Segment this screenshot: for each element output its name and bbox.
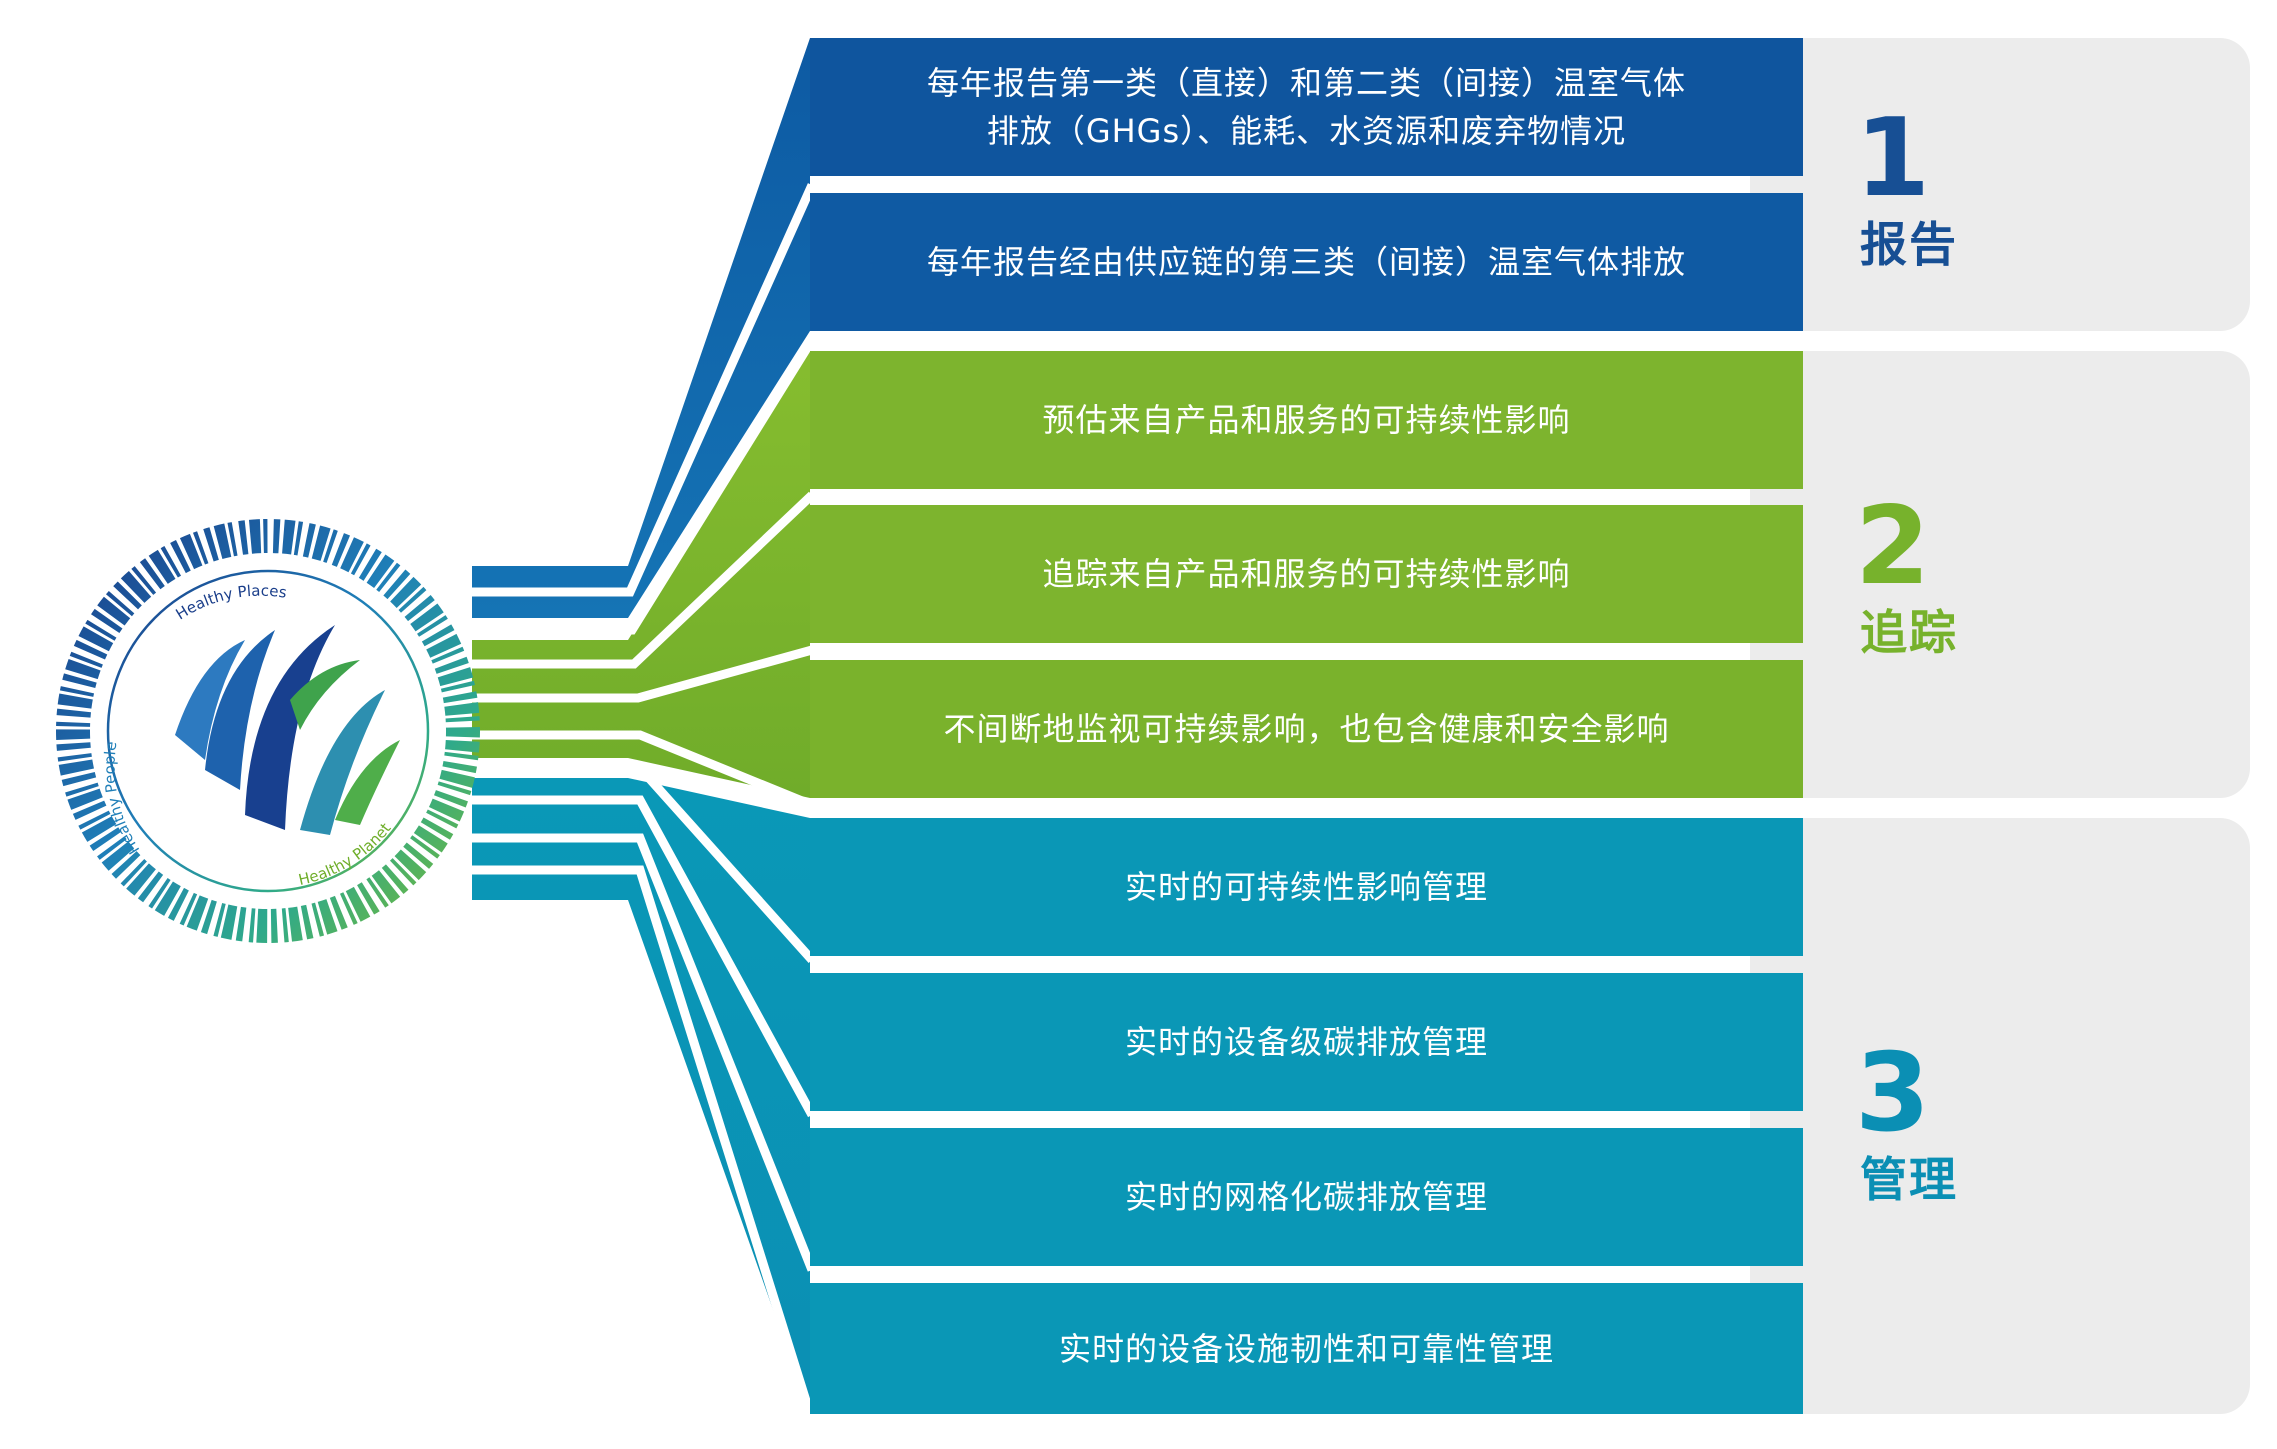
item-bar: 实时的设备级碳排放管理 (810, 973, 1803, 1111)
stage-number: 1 (1855, 96, 1931, 221)
item-bar: 实时的设备设施韧性和可靠性管理 (810, 1283, 1803, 1414)
item-bar: 每年报告经由供应链的第三类（间接）温室气体排放 (810, 193, 1803, 331)
stage-panel-manage (1750, 818, 2250, 1414)
healthy-logo: Healthy Places Healthy People Healthy Pl… (56, 519, 480, 943)
item-bar: 不间断地监视可持续影响，也包含健康和安全影响 (810, 660, 1803, 798)
stage-title: 报告 (1860, 218, 1958, 273)
item-text-line: 实时的可持续性影响管理 (1124, 868, 1488, 906)
item-text-line: 每年报告第一类（直接）和第二类（间接）温室气体 (926, 64, 1686, 102)
connector-manage (472, 778, 810, 1414)
item-bar: 预估来自产品和服务的可持续性影响 (810, 351, 1803, 489)
item-text-line: 排放（GHGs）、能耗、水资源和废弃物情况 (986, 112, 1627, 150)
item-text-line: 实时的设备级碳排放管理 (1124, 1023, 1488, 1061)
item-text-line: 实时的网格化碳排放管理 (1124, 1178, 1488, 1216)
item-bar: 实时的网格化碳排放管理 (810, 1128, 1803, 1266)
connector-track (472, 351, 810, 798)
item-text-line: 实时的设备设施韧性和可靠性管理 (1058, 1329, 1554, 1368)
item-text-line: 预估来自产品和服务的可持续性影响 (1042, 401, 1571, 439)
stage-number: 2 (1855, 484, 1931, 609)
stage-title: 追踪 (1860, 606, 1958, 661)
connector-report (472, 38, 810, 618)
item-bar: 追踪来自产品和服务的可持续性影响 (810, 505, 1803, 643)
item-text-line: 每年报告经由供应链的第三类（间接）温室气体排放 (926, 243, 1686, 281)
item-bar: 实时的可持续性影响管理 (810, 818, 1803, 956)
city-silhouette-ring-icon (56, 519, 480, 943)
stage-panel-report (1750, 38, 2250, 331)
stage-panel-track (1750, 351, 2250, 798)
item-bar: 每年报告第一类（直接）和第二类（间接）温室气体 排放（GHGs）、能耗、水资源和… (810, 38, 1803, 176)
stage-title: 管理 (1860, 1153, 1958, 1208)
item-text-line: 追踪来自产品和服务的可持续性影响 (1042, 555, 1571, 593)
connector-fan (465, 38, 817, 1422)
item-text-line: 不间断地监视可持续影响，也包含健康和安全影响 (943, 710, 1670, 748)
stage-number: 3 (1855, 1031, 1931, 1156)
swoosh-emblem-icon (175, 625, 400, 835)
